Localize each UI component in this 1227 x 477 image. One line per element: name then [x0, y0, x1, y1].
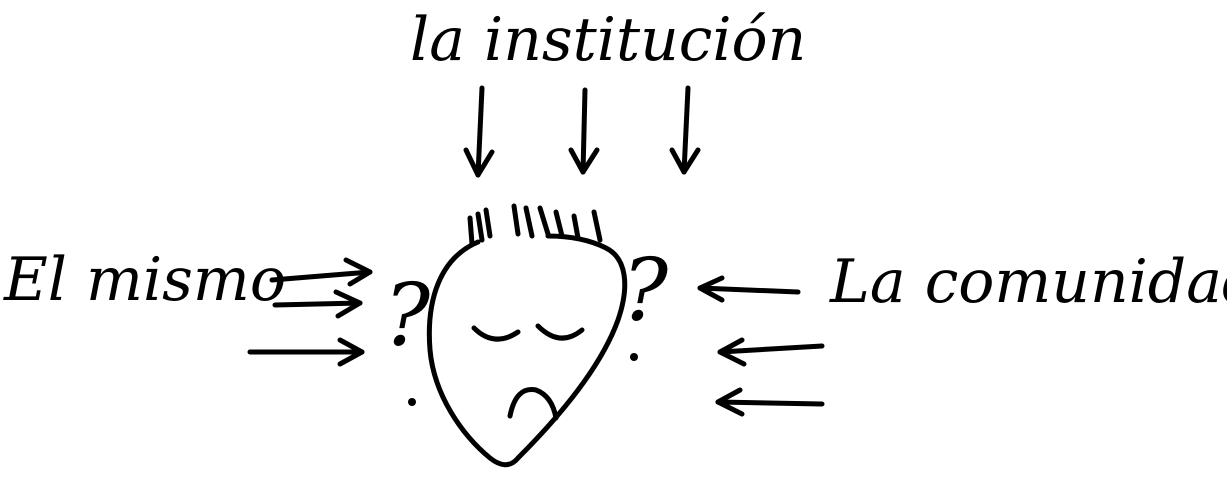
- dot-right: [630, 353, 638, 361]
- label-institucion: la institución: [410, 5, 806, 75]
- eye-left: [471, 325, 521, 342]
- label-el-mismo: El mismo: [3, 245, 286, 315]
- arrow-right-3: [247, 337, 365, 367]
- arrow-left-2: [717, 337, 825, 367]
- mouth-frown: [507, 387, 559, 421]
- arrow-right-1: [269, 257, 373, 287]
- eye-right: [535, 323, 585, 341]
- question-mark-right: ?: [622, 241, 669, 341]
- arrow-left-3: [715, 387, 825, 417]
- arrow-left-1: [697, 275, 801, 303]
- arrows-left: [697, 275, 825, 417]
- arrows-down: [463, 85, 701, 178]
- dot-left: [408, 398, 416, 406]
- arrow-right-2: [272, 289, 363, 319]
- head-figure: [426, 203, 628, 468]
- arrow-down-2: [568, 87, 600, 175]
- hair: [467, 203, 603, 247]
- arrows-right: [247, 257, 373, 367]
- question-mark-left: ?: [384, 266, 431, 366]
- arrow-down-3: [669, 85, 701, 175]
- arrow-down-1: [463, 85, 495, 178]
- label-la-comunidad: La comunidad: [829, 247, 1227, 317]
- head-outline: [426, 233, 628, 468]
